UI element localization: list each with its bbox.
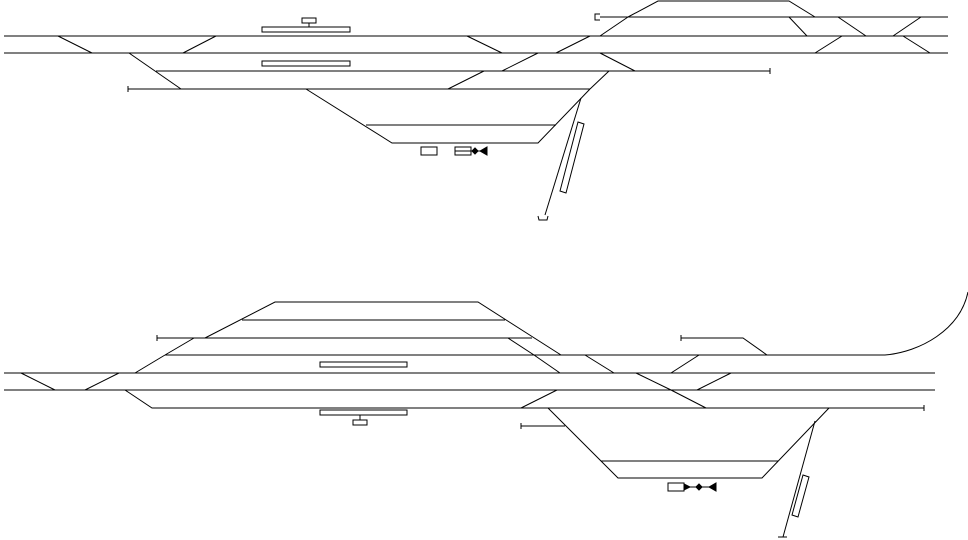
signal-triangle-top bbox=[478, 146, 488, 156]
crossover-1 bbox=[57, 35, 93, 54]
upper-buffer-stop bbox=[594, 13, 600, 21]
spur-platform-bottom bbox=[791, 474, 810, 518]
crossover-5 bbox=[814, 35, 843, 54]
upper-siding-top bbox=[204, 301, 562, 356]
lower-connector-1 bbox=[501, 52, 539, 72]
lower-connector-5 bbox=[520, 389, 558, 409]
station-building-bottom bbox=[352, 419, 368, 426]
fan-siding bbox=[305, 88, 591, 144]
upper-lead bbox=[164, 337, 195, 356]
upper-connector-1 bbox=[599, 16, 629, 37]
upper-connector-2 bbox=[788, 16, 808, 37]
upper-connector-7 bbox=[584, 354, 615, 374]
upper-connector-5 bbox=[507, 337, 535, 356]
crossover-9 bbox=[635, 372, 672, 391]
crossover-3 bbox=[466, 35, 503, 54]
curved-branch bbox=[884, 291, 968, 356]
signal-triangle-bottom bbox=[707, 482, 717, 492]
top-station-layout bbox=[4, 0, 948, 221]
fan-siding-bottom bbox=[547, 407, 830, 479]
upper-connector-6 bbox=[533, 354, 561, 374]
upper-connector-3 bbox=[837, 16, 867, 37]
crossover-4 bbox=[555, 35, 591, 54]
upper-connector-8 bbox=[670, 354, 700, 374]
upper-siding-b bbox=[627, 0, 816, 18]
equipment-box-top bbox=[420, 146, 438, 156]
upper-connector-4 bbox=[892, 16, 922, 37]
spur-buffer-stop bbox=[537, 215, 549, 221]
signal-triangle-bottom-left bbox=[683, 483, 692, 491]
lower-lead-in bbox=[128, 52, 182, 90]
signal-diamond-bottom bbox=[695, 483, 703, 491]
locomotive-body-bottom bbox=[667, 482, 685, 492]
crossover-2 bbox=[182, 35, 217, 54]
lower-connector-6 bbox=[670, 389, 707, 409]
crossover-6 bbox=[902, 35, 931, 54]
platform-top-1 bbox=[261, 26, 351, 33]
crossover-8 bbox=[84, 372, 120, 391]
lower-connector-3 bbox=[447, 70, 485, 90]
signal-diamond-top bbox=[471, 147, 479, 155]
upper-lead-2 bbox=[134, 354, 166, 374]
station-building-top bbox=[301, 17, 317, 24]
spur-platform bbox=[559, 121, 585, 194]
bottom-station-layout bbox=[4, 291, 968, 538]
lower-connector-4 bbox=[589, 70, 610, 90]
platform-bottom-2 bbox=[319, 409, 408, 416]
spur-track bbox=[544, 97, 582, 216]
platform-top-2 bbox=[261, 60, 351, 67]
platform-bottom-1 bbox=[319, 361, 408, 368]
lower-connector-2 bbox=[599, 52, 636, 72]
crossover-10 bbox=[696, 372, 732, 391]
crossover-7 bbox=[20, 372, 56, 391]
right-siding bbox=[681, 337, 768, 356]
spur-track-bottom bbox=[782, 420, 816, 538]
lower-siding-bottom bbox=[124, 389, 924, 409]
